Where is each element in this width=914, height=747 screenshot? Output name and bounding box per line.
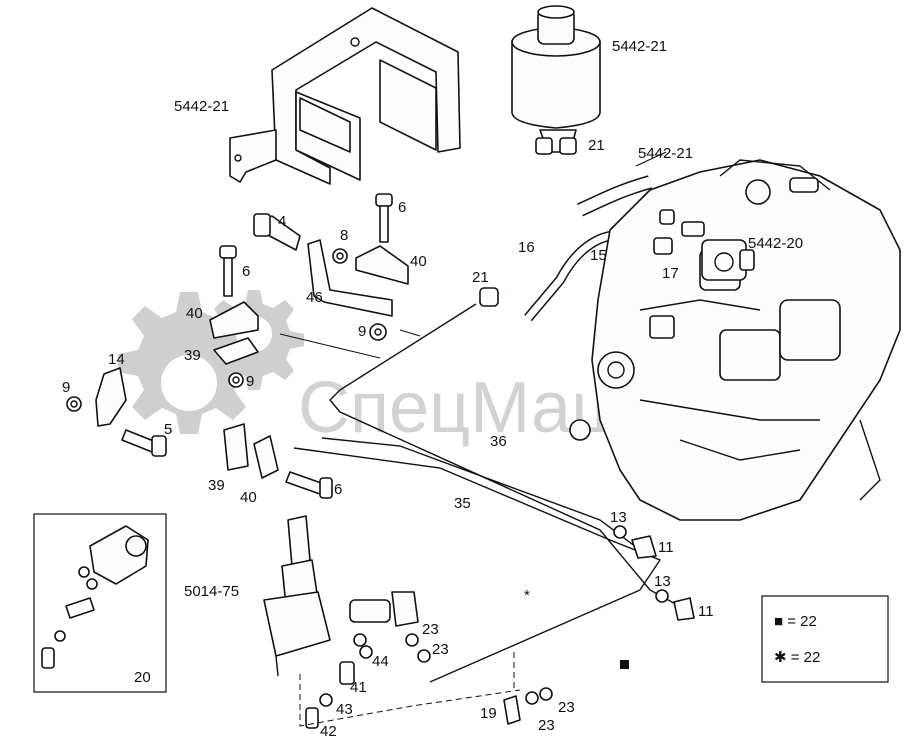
fitting-17 xyxy=(653,209,705,255)
callout-23-b: 23 xyxy=(432,641,449,658)
callout-23-a: 23 xyxy=(422,621,439,638)
callout-44: 44 xyxy=(372,653,389,670)
clip-14 xyxy=(95,367,127,427)
washers-23-bottom xyxy=(525,687,553,705)
legend-star-row: ✱ = 22 xyxy=(774,649,820,666)
callout-36: 36 xyxy=(490,433,507,450)
callout-23-d: 23 xyxy=(538,717,555,734)
callout-40-low: 40 xyxy=(240,489,257,506)
bolt-6-mid xyxy=(219,245,237,297)
nut-9-mid xyxy=(228,372,244,388)
union-11-a xyxy=(631,535,657,559)
pad-39-low xyxy=(223,423,249,471)
square-marker xyxy=(620,660,629,669)
washer-13-b xyxy=(655,589,669,603)
callout-17: 17 xyxy=(662,265,679,282)
callout-35: 35 xyxy=(454,495,471,512)
nut-9-top xyxy=(369,323,387,341)
clamp-40-top xyxy=(355,245,409,285)
callout-42: 42 xyxy=(320,723,337,740)
pad-39-mid xyxy=(213,337,259,365)
washer-13-a xyxy=(613,525,627,539)
callout-11-a: 11 xyxy=(658,539,674,556)
power-steering-pump xyxy=(701,239,755,281)
union-11-b xyxy=(673,597,695,621)
legend-box xyxy=(761,595,889,683)
nut-8 xyxy=(332,248,348,264)
callout-valve: 5014-75 xyxy=(184,583,239,600)
bolt-6-low xyxy=(285,471,333,499)
callout-4: 4 xyxy=(278,213,286,230)
engine-block xyxy=(569,159,901,521)
legend-square-row: ■ = 22 xyxy=(774,613,817,630)
callout-43: 43 xyxy=(336,701,353,718)
plate-46 xyxy=(307,239,393,317)
callout-40-top: 40 xyxy=(410,253,427,270)
inset-part-20 xyxy=(41,525,149,669)
star-marker: * xyxy=(524,587,530,604)
callout-bracket: 5442-21 xyxy=(174,98,229,115)
clamp-40-mid xyxy=(209,301,259,339)
watermark-gear-icon xyxy=(118,290,304,434)
callout-6-top: 6 xyxy=(398,199,406,216)
valve-assembly xyxy=(263,515,521,729)
callout-hose-right: 5442-21 xyxy=(638,145,693,162)
callout-21-top: 21 xyxy=(588,137,605,154)
callout-9-left: 9 xyxy=(62,379,70,396)
callout-41: 41 xyxy=(350,679,367,696)
bolt-6-top xyxy=(375,193,393,243)
callout-9-mid: 9 xyxy=(246,373,254,390)
callout-6-low: 6 xyxy=(334,481,342,498)
callout-11-b: 11 xyxy=(698,603,714,620)
callout-39-low: 39 xyxy=(208,477,225,494)
callout-8: 8 xyxy=(340,227,348,244)
mounting-bracket xyxy=(229,7,461,185)
callout-9-top: 9 xyxy=(358,323,366,340)
bolt-5 xyxy=(121,429,167,457)
callout-39-mid: 39 xyxy=(184,347,201,364)
callout-40-mid: 40 xyxy=(186,305,203,322)
nut-9-left xyxy=(66,396,82,412)
callout-21-left: 21 xyxy=(472,269,489,286)
callout-5: 5 xyxy=(164,421,172,438)
callout-19: 19 xyxy=(480,705,497,722)
callout-20: 20 xyxy=(134,669,151,686)
callout-tank: 5442-21 xyxy=(612,38,667,55)
callout-13-a: 13 xyxy=(610,509,627,526)
fitting-21-left xyxy=(479,287,499,307)
callout-13-b: 13 xyxy=(654,573,671,590)
callout-46: 46 xyxy=(306,289,323,306)
callout-16: 16 xyxy=(518,239,535,256)
callout-pump: 5442-20 xyxy=(748,235,803,252)
callout-23-c: 23 xyxy=(558,699,575,716)
oil-reservoir xyxy=(511,5,601,155)
callout-14: 14 xyxy=(108,351,125,368)
clamp-40-low xyxy=(253,435,279,479)
fitting-19 xyxy=(503,695,521,725)
callout-6-mid: 6 xyxy=(242,263,250,280)
bolt-4 xyxy=(253,213,301,251)
callout-15: 15 xyxy=(590,247,607,264)
